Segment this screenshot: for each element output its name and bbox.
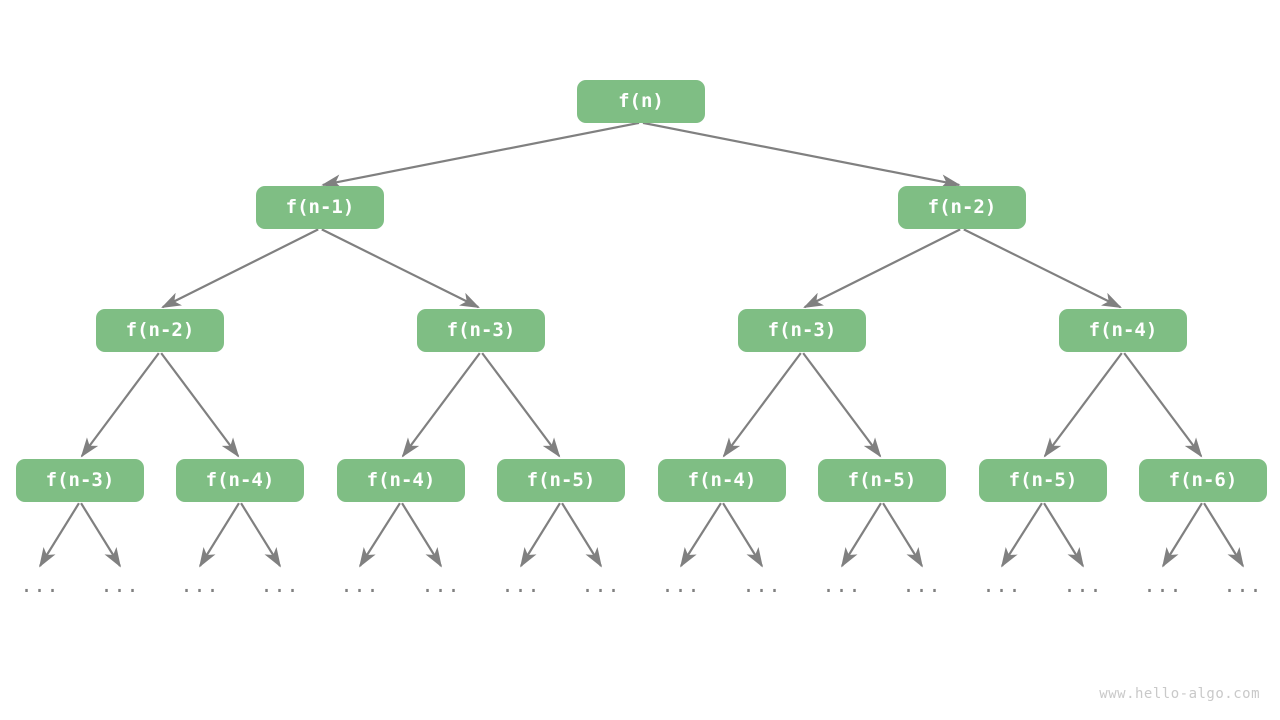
ellipsis-label-15: ...	[1223, 573, 1263, 597]
tree-node-n6: f(n-4)	[1059, 308, 1187, 352]
ellipsis-edge-9	[722, 502, 763, 568]
ellipsis-label-1: ...	[100, 573, 140, 597]
tree-node-n10: f(n-5)	[497, 458, 625, 502]
tree-node-n5: f(n-3)	[738, 308, 866, 352]
ellipsis-edge-13	[1043, 502, 1084, 568]
edge-n3-n8	[160, 352, 240, 458]
edge-n4-n9	[401, 352, 481, 458]
ellipsis-label-13: ...	[1063, 573, 1103, 597]
tree-node-n8: f(n-4)	[176, 458, 304, 502]
ellipsis-edge-7	[561, 502, 602, 568]
tree-node-n11: f(n-4)	[658, 458, 786, 502]
ellipsis-label-5: ...	[421, 573, 461, 597]
ellipsis-edge-5	[401, 502, 442, 568]
edge-n0-n1	[321, 121, 640, 189]
ellipsis-edge-11	[882, 502, 923, 568]
tree-node-n13: f(n-5)	[979, 458, 1107, 502]
ellipsis-label-0: ...	[20, 573, 60, 597]
edge-n6-n14	[1123, 352, 1203, 458]
ellipsis-label-14: ...	[1143, 573, 1183, 597]
edge-n6-n13	[1043, 352, 1123, 458]
tree-node-n3: f(n-2)	[96, 308, 224, 352]
ellipsis-label-4: ...	[340, 573, 380, 597]
ellipsis-label-8: ...	[661, 573, 701, 597]
ellipsis-label-9: ...	[742, 573, 782, 597]
edge-n1-n4	[321, 228, 480, 309]
tree-node-n0: f(n)	[577, 79, 705, 123]
ellipsis-edge-6	[520, 502, 561, 568]
edge-n5-n11	[722, 352, 802, 458]
tree-node-n12: f(n-5)	[818, 458, 946, 502]
ellipsis-edge-1	[80, 502, 121, 568]
ellipsis-label-2: ...	[180, 573, 220, 597]
ellipsis-edge-8	[680, 502, 722, 568]
ellipsis-label-10: ...	[822, 573, 862, 597]
ellipsis-edge-4	[359, 502, 401, 568]
tree-node-n2: f(n-2)	[898, 185, 1026, 229]
ellipsis-edge-2	[199, 502, 240, 568]
tree-edges	[80, 121, 1203, 458]
edge-n2-n5	[803, 228, 961, 309]
tree-node-n9: f(n-4)	[337, 458, 465, 502]
edge-n4-n10	[481, 352, 561, 458]
ellipsis-edge-15	[1203, 502, 1244, 568]
ellipsis-label-12: ...	[982, 573, 1022, 597]
ellipsis-edges	[39, 502, 1244, 568]
tree-node-n4: f(n-3)	[417, 308, 545, 352]
tree-node-n14: f(n-6)	[1139, 458, 1267, 502]
ellipsis-label-3: ...	[260, 573, 300, 597]
ellipsis-label-7: ...	[581, 573, 621, 597]
edge-n3-n7	[80, 352, 160, 458]
edge-n2-n6	[963, 228, 1122, 309]
edge-n0-n2	[642, 121, 961, 189]
ellipsis-edge-10	[841, 502, 882, 568]
watermark: www.hello-algo.com	[1099, 686, 1260, 702]
ellipsis-edge-3	[240, 502, 281, 568]
ellipsis-edge-14	[1162, 502, 1203, 568]
ellipsis-label-6: ...	[501, 573, 541, 597]
edge-n5-n12	[802, 352, 882, 458]
ellipsis-edge-0	[39, 502, 80, 568]
tree-node-n1: f(n-1)	[256, 185, 384, 229]
ellipsis-edge-12	[1001, 502, 1043, 568]
tree-node-n7: f(n-3)	[16, 458, 144, 502]
edge-n1-n3	[161, 228, 319, 309]
ellipsis-label-11: ...	[902, 573, 942, 597]
